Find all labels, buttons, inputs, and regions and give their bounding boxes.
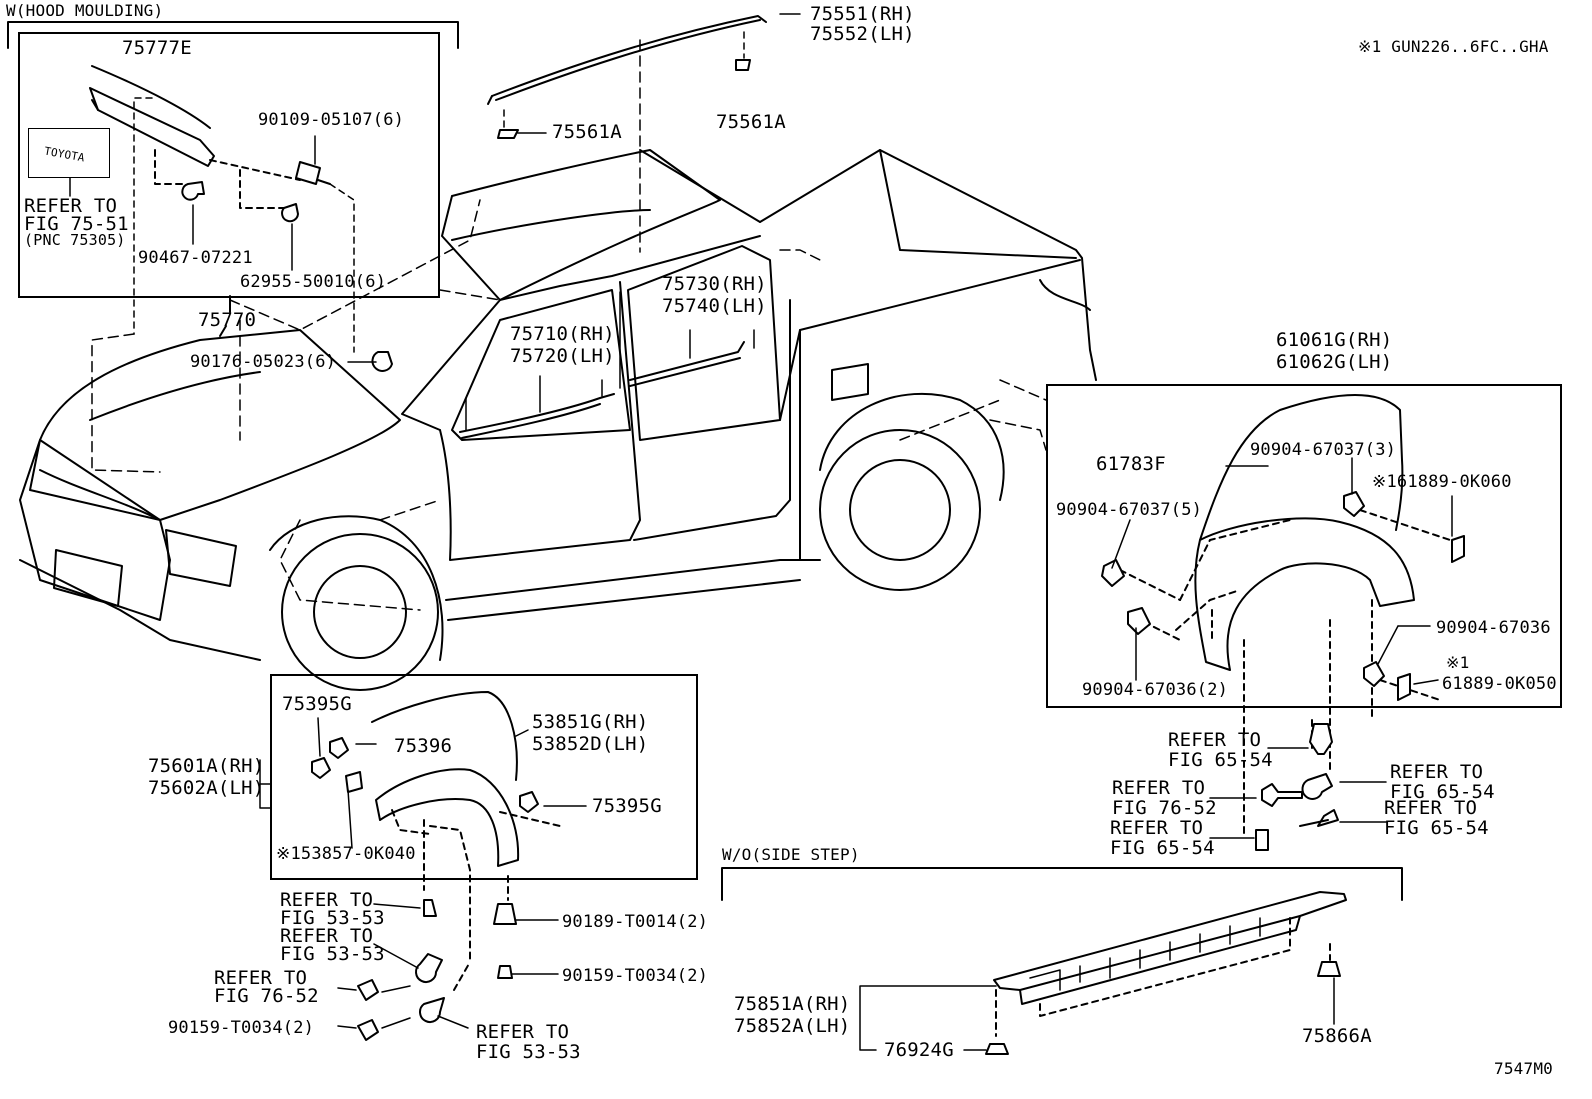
- rear-ref-1-a: REFER TO: [1168, 729, 1262, 751]
- roof-moulding: [487, 13, 801, 253]
- part-90904-67036-2: 90904-67036(2): [1082, 680, 1229, 700]
- part-75602A-lh: 75602A(LH): [148, 777, 265, 799]
- front-flare-box: [270, 674, 698, 880]
- part-75777E: 75777E: [122, 37, 192, 59]
- part-75720-lh: 75720(LH): [510, 345, 615, 367]
- part-61889-0K060: ※161889-0K060: [1372, 472, 1512, 492]
- rear-ref-2-b: FIG 76-52: [1112, 797, 1217, 819]
- front-ref-c-2: FIG 76-52: [214, 985, 319, 1007]
- rear-ref-3-b: FIG 65-54: [1390, 781, 1495, 803]
- rear-flare-box: [1046, 384, 1562, 708]
- door-belt-mouldings: [459, 291, 755, 439]
- part-75551-rh: 75551(RH): [810, 3, 915, 25]
- part-75730-rh: 75730(RH): [662, 273, 767, 295]
- part-53857-0K040: ※153857-0K040: [276, 844, 416, 864]
- hood-moulding-box: [18, 32, 440, 298]
- part-90159-T0034-left: 90159-T0034(2): [168, 1018, 315, 1038]
- corner-note: ※1 GUN226..6FC..GHA: [1358, 37, 1549, 56]
- refer-to-fig-75-51-label: REFER TO: [24, 195, 118, 217]
- part-53852D-lh: 53852D(LH): [532, 733, 649, 755]
- part-75601A-rh: 75601A(RH): [148, 755, 265, 777]
- part-75396: 75396: [394, 735, 453, 757]
- refer-pnc-75305: (PNC 75305): [24, 231, 126, 249]
- part-75866A: 75866A: [1302, 1025, 1372, 1047]
- front-ref-d-2: FIG 53-53: [476, 1041, 581, 1063]
- part-75395G-side: 75395G: [592, 795, 662, 817]
- part-90467-07221: 90467-07221: [138, 248, 253, 268]
- rear-ref-4-a: REFER TO: [1384, 797, 1478, 819]
- part-75552-lh: 75552(LH): [810, 23, 915, 45]
- part-61783F: 61783F: [1096, 453, 1166, 475]
- group-label-hood-moulding: W(HOOD MOULDING): [6, 1, 164, 20]
- part-75852A-lh: 75852A(LH): [734, 1015, 851, 1037]
- rear-ref-2-a: REFER TO: [1112, 777, 1206, 799]
- front-ref-c-1: REFER TO: [214, 967, 308, 989]
- part-75710-rh: 75710(RH): [510, 323, 615, 345]
- front-ref-a-2: FIG 53-53: [280, 907, 385, 929]
- part-90904-67037-3: 90904-67037(3): [1250, 440, 1397, 460]
- part-90109-05107: 90109-05107(6): [258, 110, 405, 130]
- part-61061G-rh: 61061G(RH): [1276, 329, 1393, 351]
- part-75740-lh: 75740(LH): [662, 295, 767, 317]
- part-76924G: 76924G: [884, 1039, 954, 1061]
- part-90159-T0034-right: 90159-T0034(2): [562, 966, 709, 986]
- part-90176-05023: 90176-05023(6): [190, 352, 337, 372]
- front-ref-a-1: REFER TO: [280, 889, 374, 911]
- part-75561A-left: 75561A: [552, 121, 622, 143]
- rear-ref-5-b: FIG 65-54: [1110, 837, 1215, 859]
- rear-fasteners: [1209, 723, 1387, 851]
- rear-ref-4-b: FIG 65-54: [1384, 817, 1489, 839]
- part-90189-T0014: 90189-T0014(2): [562, 912, 709, 932]
- hood-emblem-drawing: [69, 65, 393, 372]
- side-step-bracket: [721, 867, 1403, 901]
- rear-ref-3-a: REFER TO: [1390, 761, 1484, 783]
- part-61062G-lh: 61062G(LH): [1276, 351, 1393, 373]
- rear-flare-drawing: [1101, 394, 1465, 837]
- front-flare-drawing: [259, 691, 587, 1041]
- front-ref-b-2: FIG 53-53: [280, 943, 385, 965]
- part-75561A-right: 75561A: [716, 111, 786, 133]
- rear-ref-5-a: REFER TO: [1110, 817, 1204, 839]
- refer-fig-75-51: FIG 75-51: [24, 213, 129, 235]
- pickup-truck: [19, 149, 1097, 691]
- part-61889-0K050: 61889-0K050: [1442, 674, 1557, 694]
- side-step-drawing: [859, 891, 1347, 1055]
- part-75770: 75770: [198, 309, 257, 331]
- part-90904-67036: 90904-67036: [1436, 618, 1551, 638]
- projection-lines: [91, 199, 1047, 611]
- mark-1: ※1: [1446, 653, 1470, 672]
- rear-ref-1-b: FIG 65-54: [1168, 749, 1273, 771]
- hood-emblem-plate: [28, 128, 110, 178]
- part-75851A-rh: 75851A(RH): [734, 993, 851, 1015]
- front-ref-b-1: REFER TO: [280, 925, 374, 947]
- front-ref-d-1: REFER TO: [476, 1021, 570, 1043]
- part-62955-50010: 62955-50010(6): [240, 272, 387, 292]
- group-label-wo-side-step: W/O(SIDE STEP): [722, 845, 860, 864]
- hood-moulding-bracket: [7, 21, 459, 49]
- part-53851G-rh: 53851G(RH): [532, 711, 649, 733]
- hood-label-leaders: [219, 295, 231, 337]
- figure-code: 7547M0: [1494, 1059, 1553, 1078]
- part-90904-67037-5: 90904-67037(5): [1056, 500, 1203, 520]
- part-75395G-top: 75395G: [282, 693, 352, 715]
